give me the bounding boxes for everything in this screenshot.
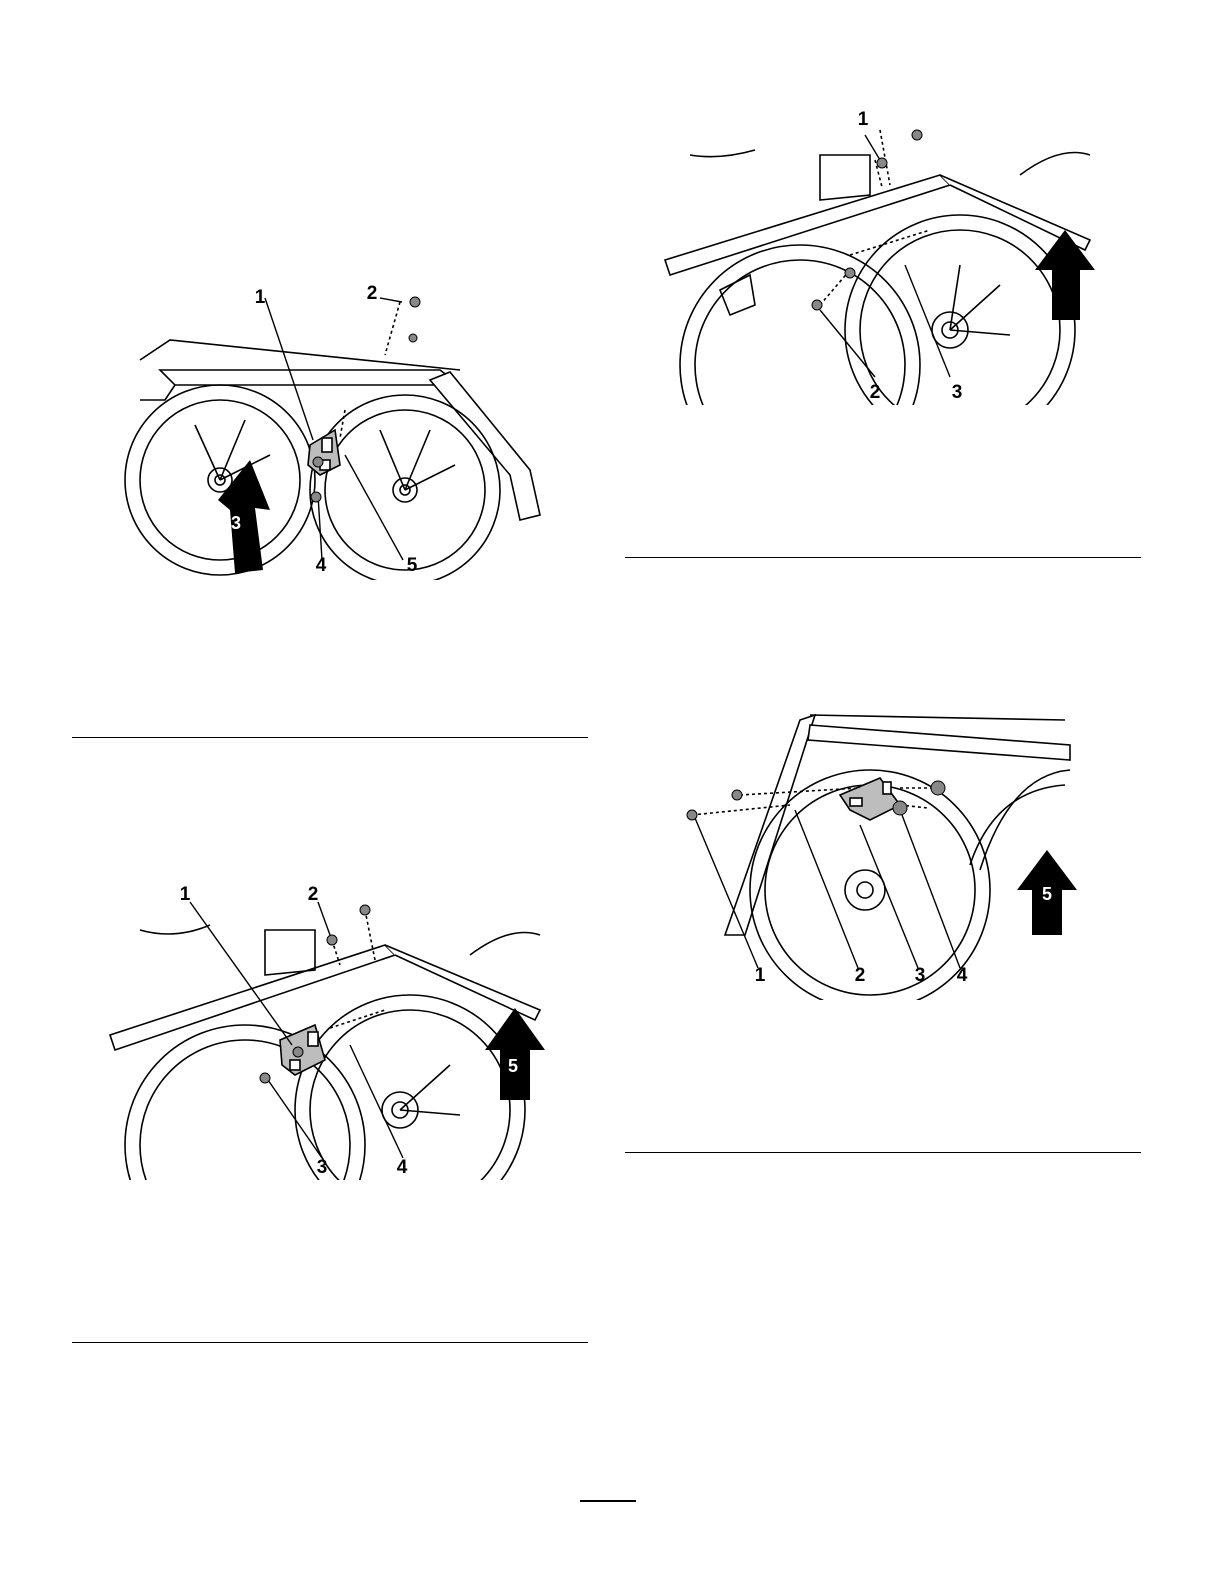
divider-d [625,1152,1141,1153]
callout-1: 1 [175,885,195,904]
callout-1: 1 [853,110,873,129]
arrow-label-3: 3 [226,514,246,532]
divider-c [72,1342,588,1343]
figure-d: 1 2 3 4 5 [660,700,1110,1000]
figure-a: 1 2 3 4 5 [100,280,560,580]
arrow-label-5: 5 [1037,885,1057,903]
divider-a [72,737,588,738]
callout-2: 2 [362,284,382,303]
callout-3: 3 [312,1158,332,1177]
callout-2: 2 [850,966,870,985]
callout-3: 3 [910,966,930,985]
callout-4: 4 [311,556,331,575]
page-number-underline [580,1500,636,1502]
callout-1: 1 [750,966,770,985]
callout-4: 4 [952,966,972,985]
figure-b-drawing [660,105,1110,405]
figure-d-drawing [660,700,1110,1000]
callout-3: 3 [947,383,967,402]
arrow-label-5: 5 [503,1057,523,1075]
figure-a-drawing [100,280,560,580]
callout-2: 2 [865,383,885,402]
callout-2: 2 [303,885,323,904]
callout-4: 4 [392,1158,412,1177]
arrow-5 [485,1008,545,1100]
divider-b [625,557,1141,558]
figure-c: 1 2 3 4 5 [100,880,560,1180]
callout-5: 5 [402,556,422,575]
callout-1: 1 [250,288,270,307]
figure-c-drawing [100,880,560,1180]
figure-b: 1 2 3 [660,105,1110,405]
